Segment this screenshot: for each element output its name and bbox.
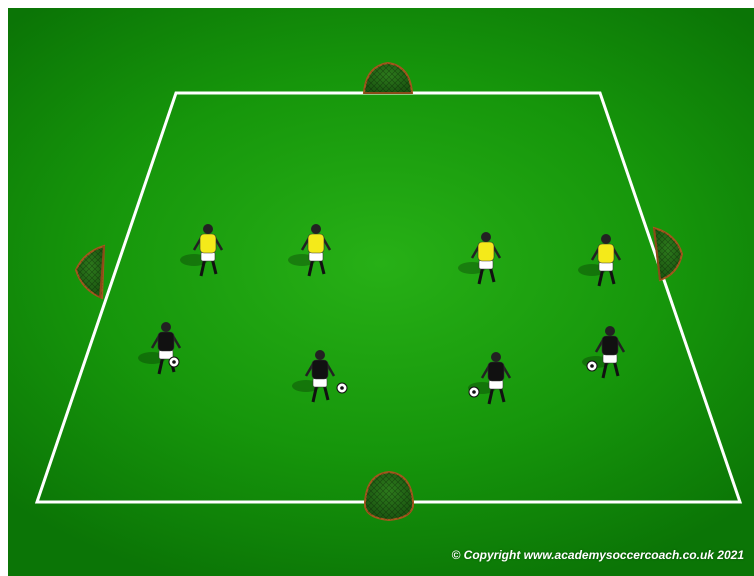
black-player-2: [292, 350, 334, 402]
top-goal: [364, 63, 412, 93]
yellow-player-4: [578, 234, 620, 286]
black-player-4: [582, 326, 624, 378]
soccer-ball-2: [337, 383, 347, 393]
soccer-ball-1: [169, 357, 179, 367]
soccer-ball-3: [469, 387, 479, 397]
bottom-goal: [365, 472, 413, 520]
copyright-text: © Copyright www.academysoccercoach.co.uk…: [451, 548, 744, 562]
drill-diagram: [8, 8, 754, 576]
soccer-pitch: © Copyright www.academysoccercoach.co.uk…: [8, 8, 754, 576]
yellow-player-3: [458, 232, 500, 284]
pitch-boundary: [37, 93, 740, 502]
right-goal: [654, 228, 682, 280]
yellow-player-1: [180, 224, 222, 276]
yellow-player-2: [288, 224, 330, 276]
soccer-ball-4: [587, 361, 597, 371]
left-goal: [76, 246, 104, 298]
